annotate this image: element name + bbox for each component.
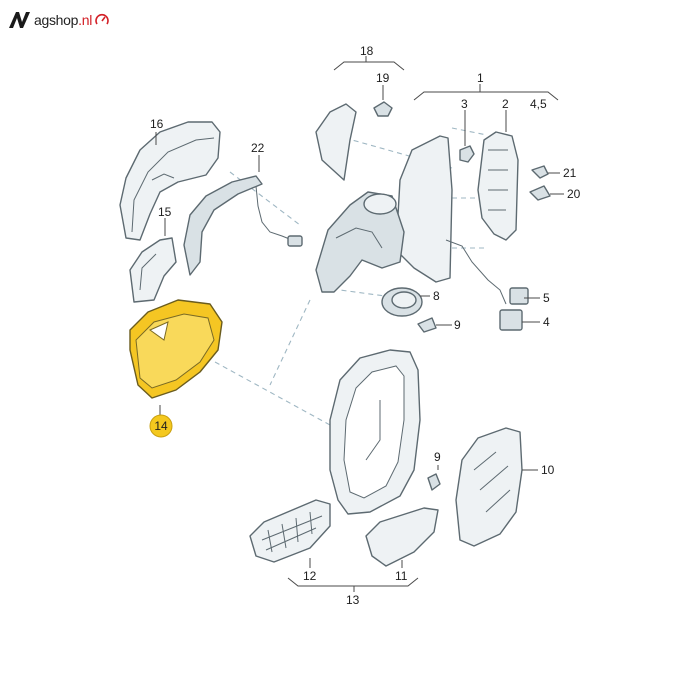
part-9-screw-upper xyxy=(417,317,437,333)
part-20-screw xyxy=(529,185,551,201)
part-2-adjustment-plate xyxy=(477,131,519,241)
callout-12: 12 xyxy=(303,569,317,583)
callout-4: 4 xyxy=(543,315,550,329)
callout-20: 20 xyxy=(567,187,581,201)
brand-logo: agshop.nl xyxy=(8,9,110,31)
part-11-lower-glass xyxy=(365,507,439,567)
callout-19: 19 xyxy=(376,71,390,85)
callout-15: 15 xyxy=(158,205,172,219)
part-14-mirror-housing-cover xyxy=(129,299,223,399)
callout-16: 16 xyxy=(150,117,164,131)
part-18-upper-cover xyxy=(315,103,357,181)
callout-13: 13 xyxy=(346,593,360,607)
callout-4-5: 4,5 xyxy=(530,97,547,111)
callout-3: 3 xyxy=(461,97,468,111)
logo-text: agshop.nl xyxy=(34,12,93,28)
part-19-clip xyxy=(373,101,393,117)
part-12-spotlight-grid xyxy=(249,499,331,563)
part-22-wiring-strip xyxy=(183,175,303,276)
part-8-turn-signal xyxy=(381,287,423,317)
callout-22: 22 xyxy=(251,141,265,155)
callout-9-upper: 9 xyxy=(454,318,461,332)
callout-1: 1 xyxy=(477,71,484,85)
part-1-mirror-base xyxy=(315,135,529,331)
callout-11: 11 xyxy=(395,569,408,583)
part-16-mirror-cap xyxy=(119,121,221,241)
callout-8: 8 xyxy=(433,289,440,303)
callout-14: 14 xyxy=(154,419,168,433)
part-3-screw xyxy=(459,145,475,163)
part-10-mirror-glass xyxy=(455,427,523,547)
callout-21: 21 xyxy=(563,166,577,180)
callout-5: 5 xyxy=(543,291,550,305)
logo-mark-icon xyxy=(9,12,30,28)
callout-18: 18 xyxy=(360,44,374,58)
leader-lines xyxy=(155,56,564,592)
callout-9-lower: 9 xyxy=(434,450,441,464)
part-13-mirror-frame xyxy=(329,349,421,515)
callout-2: 2 xyxy=(502,97,509,111)
callout-labels: 16 22 15 18 19 1 3 2 4,5 21 20 5 4 8 9 9… xyxy=(149,44,581,607)
callout-10: 10 xyxy=(541,463,555,477)
part-15-inner-trim xyxy=(129,237,177,303)
speedometer-icon xyxy=(95,13,109,25)
callout-14-marker xyxy=(149,414,173,438)
part-21-screw xyxy=(531,165,549,179)
part-9-screw-lower xyxy=(427,473,441,491)
